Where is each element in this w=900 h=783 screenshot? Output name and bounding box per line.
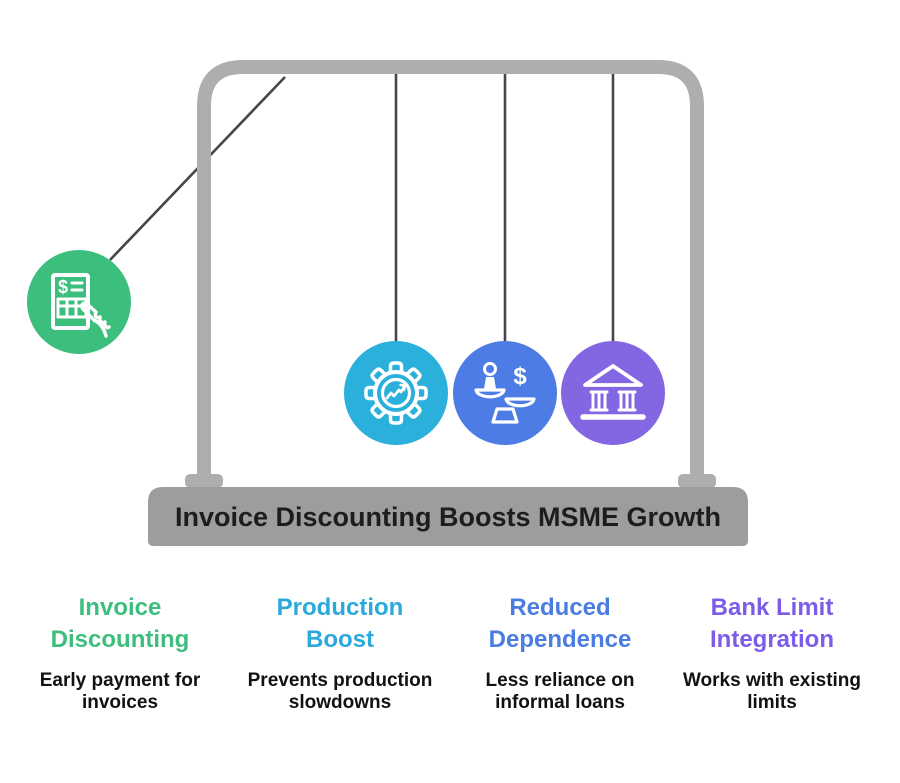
column-title-line: Dependence xyxy=(488,626,632,653)
column-desc: Works with existing limits xyxy=(652,670,892,714)
column-desc-line: limits xyxy=(747,692,797,713)
frame-foot-left xyxy=(185,474,223,488)
hand-shape xyxy=(80,301,111,338)
ball-dependence: $ xyxy=(453,341,557,445)
ball-production xyxy=(344,341,448,445)
column-production-boost: Production Boost Prevents production slo… xyxy=(220,592,460,714)
balance-scale-icon: $ xyxy=(474,362,536,424)
column-title-line: Invoice xyxy=(78,594,162,621)
trend-arrowhead xyxy=(399,383,407,392)
cradle-frame xyxy=(197,60,704,483)
person-body xyxy=(484,377,496,389)
column-title-line: Boost xyxy=(306,626,374,653)
base-bar-title: Invoice Discounting Boosts MSME Growth xyxy=(175,502,721,532)
column-desc-line: Early payment for xyxy=(39,670,201,691)
gear-chart-icon xyxy=(364,361,428,425)
legend-columns: Invoice Discounting Early payment for in… xyxy=(0,592,900,772)
column-title-line: Production xyxy=(276,594,404,621)
column-desc-line: slowdowns xyxy=(288,692,392,713)
column-title-line: Reduced xyxy=(509,594,611,621)
column-desc-line: informal loans xyxy=(495,692,625,713)
bank-columns xyxy=(589,390,637,412)
column-bank-limit-integration: Bank Limit Integration Works with existi… xyxy=(652,592,892,714)
swing-ball-invoice: $ xyxy=(27,250,131,354)
invoice-icon: $ xyxy=(51,273,111,338)
column-invoice-discounting: Invoice Discounting Early payment for in… xyxy=(0,592,240,714)
dependence-ball xyxy=(453,341,557,445)
invoice-ball xyxy=(27,250,131,354)
trend-line xyxy=(385,384,407,400)
column-desc-line: invoices xyxy=(81,692,159,713)
right-pan xyxy=(504,397,536,408)
column-title: Reduced Dependence xyxy=(440,592,680,656)
column-title-line: Discounting xyxy=(50,626,190,653)
scale-dollar-glyph: $ xyxy=(513,363,527,390)
column-title: Bank Limit Integration xyxy=(652,592,892,656)
scale-base xyxy=(491,407,519,424)
column-desc-line: Prevents production xyxy=(247,670,433,691)
column-title: Production Boost xyxy=(220,592,460,656)
bank-icon xyxy=(580,364,646,420)
column-title: Invoice Discounting xyxy=(0,592,240,656)
column-desc-line: Works with existing xyxy=(682,670,862,691)
column-title-line: Bank Limit xyxy=(710,594,834,621)
invoice-dollar-glyph: $ xyxy=(58,277,68,297)
bank-ball xyxy=(561,341,665,445)
column-desc: Less reliance on informal loans xyxy=(440,670,680,714)
column-desc: Early payment for invoices xyxy=(0,670,240,714)
base-bar xyxy=(148,487,748,546)
column-desc-line: Less reliance on xyxy=(485,670,635,691)
left-pan xyxy=(474,388,506,399)
frame-foot-right xyxy=(678,474,716,488)
ball-bank xyxy=(561,341,665,445)
newtons-cradle-graphic: Invoice Discounting Boosts MSME Growth $ xyxy=(27,60,748,546)
column-title-line: Integration xyxy=(710,626,834,653)
column-reduced-dependence: Reduced Dependence Less reliance on info… xyxy=(440,592,680,714)
bank-roof xyxy=(583,364,643,387)
pendulum-strings xyxy=(109,74,615,348)
column-desc: Prevents production slowdowns xyxy=(220,670,460,714)
